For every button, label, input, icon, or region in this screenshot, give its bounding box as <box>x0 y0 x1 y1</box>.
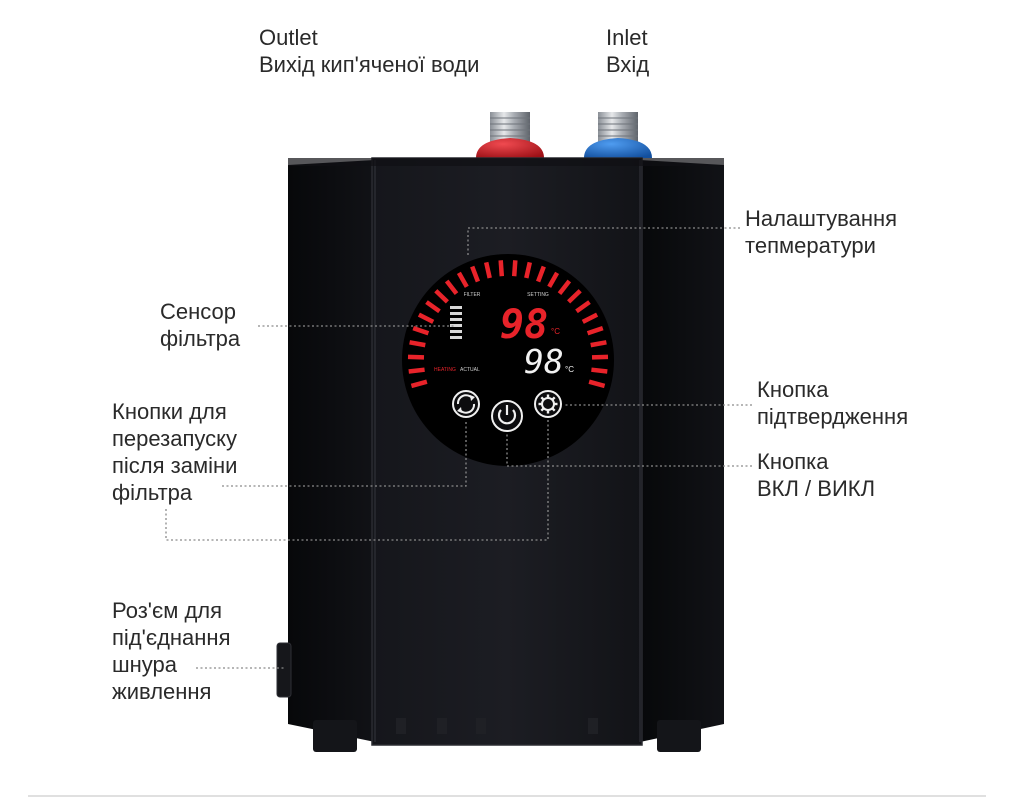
confirm-button-line2: підтвердження <box>757 404 909 429</box>
reset-buttons-line2: перезапуску <box>112 426 237 451</box>
arc-tick <box>557 279 572 295</box>
circular-arrows-icon <box>456 394 476 414</box>
arc-tick <box>444 279 459 295</box>
arc-tick <box>456 271 469 288</box>
arc-tick <box>498 260 505 277</box>
inlet-label-line1: Inlet <box>606 25 648 50</box>
arc-tick <box>434 289 449 304</box>
power-connector-label: Роз'єм для під'єднання шнура живлення <box>112 597 231 705</box>
confirm-button-label: Кнопка підтвердження <box>757 376 908 430</box>
callout-temperature <box>467 227 740 256</box>
inlet-label-line2: Вхід <box>606 52 650 77</box>
confirm-button[interactable] <box>534 390 562 418</box>
actual-temperature-value: 98 <box>524 342 564 381</box>
outlet-label-line2: Вихід кип'яченої води <box>259 52 480 77</box>
inlet-label: Inlet Вхід <box>606 24 649 78</box>
arc-tick <box>567 289 582 304</box>
power-connector-line3: шнура <box>112 652 178 677</box>
filter-sensor-label: Сенсор фільтра <box>160 298 240 352</box>
power-button-line2: ВКЛ / ВИКЛ <box>757 476 876 501</box>
feet <box>313 718 701 752</box>
arc-tick <box>407 354 425 360</box>
callout-lines <box>165 227 752 669</box>
arc-tick <box>590 340 607 348</box>
arc-tick <box>575 300 591 314</box>
gear-tooth <box>540 407 545 412</box>
arc-tick <box>586 325 604 336</box>
gear-tooth <box>551 396 556 401</box>
setting-unit: °C <box>551 327 560 336</box>
reset-button[interactable] <box>452 390 480 418</box>
temperature-arc <box>407 260 609 389</box>
temperature-setting-line1: Налаштування <box>745 206 898 231</box>
filter-sensor-line1: Сенсор <box>160 299 236 324</box>
arc-tick <box>581 312 599 324</box>
arc-tick <box>547 271 560 288</box>
arc-tick <box>588 379 606 389</box>
gear-tooth <box>540 396 545 401</box>
reset-buttons-line1: Кнопки для <box>112 399 227 424</box>
callout-reset <box>222 420 467 487</box>
reset-buttons-line4: фільтра <box>112 480 193 505</box>
arc-tick <box>417 312 435 324</box>
filter-sensor-line2: фільтра <box>160 326 241 351</box>
outlet-label: Outlet Вихід кип'яченої води <box>259 24 479 78</box>
power-connector-line2: під'єднання <box>112 625 231 650</box>
confirm-button-line1: Кнопка <box>757 377 829 402</box>
outlet-label-line1: Outlet <box>259 25 318 50</box>
arc-tick <box>591 367 608 374</box>
arc-tick <box>412 325 430 336</box>
setting-label: SETTING <box>527 292 549 298</box>
heating-label: HEATING <box>434 367 456 373</box>
setting-temperature-value: 98 <box>500 302 548 348</box>
filter-sensor-bars <box>450 306 462 339</box>
arc-tick <box>470 265 481 283</box>
power-connector <box>276 642 292 698</box>
arc-tick <box>535 265 546 283</box>
gear-tooth <box>551 407 556 412</box>
outlet-pipe <box>476 112 544 158</box>
arc-tick <box>409 340 426 348</box>
gear-icon <box>538 394 558 414</box>
arc-tick <box>410 379 428 389</box>
callout-power <box>506 434 752 467</box>
power-button-label: Кнопка ВКЛ / ВИКЛ <box>757 448 875 502</box>
power-icon <box>497 405 517 425</box>
power-connector-line1: Роз'єм для <box>112 598 223 623</box>
power-connector-line4: живлення <box>112 679 212 704</box>
actual-unit: °C <box>565 365 574 374</box>
callout-settings-bottom <box>165 420 549 541</box>
arc-tick <box>484 261 492 279</box>
power-button-line1: Кнопка <box>757 449 829 474</box>
arc-tick <box>591 354 609 360</box>
reset-buttons-label: Кнопки для перезапуску після заміни філь… <box>112 398 237 506</box>
reset-buttons-line3: після заміни <box>112 453 238 478</box>
filter-label: FILTER <box>464 292 481 298</box>
actual-label: ACTUAL <box>460 367 480 373</box>
temperature-setting-label: Налаштування тепмератури <box>745 205 897 259</box>
arc-tick <box>408 367 425 374</box>
power-button[interactable] <box>491 400 523 432</box>
inlet-pipe <box>584 112 652 158</box>
arc-tick <box>425 300 441 314</box>
temperature-setting-line2: тепмератури <box>745 233 876 258</box>
arc-tick <box>511 260 518 277</box>
control-panel: FILTER SETTING HEATING ACTUAL 98 °C 98 °… <box>402 254 614 466</box>
arc-tick <box>524 261 532 279</box>
